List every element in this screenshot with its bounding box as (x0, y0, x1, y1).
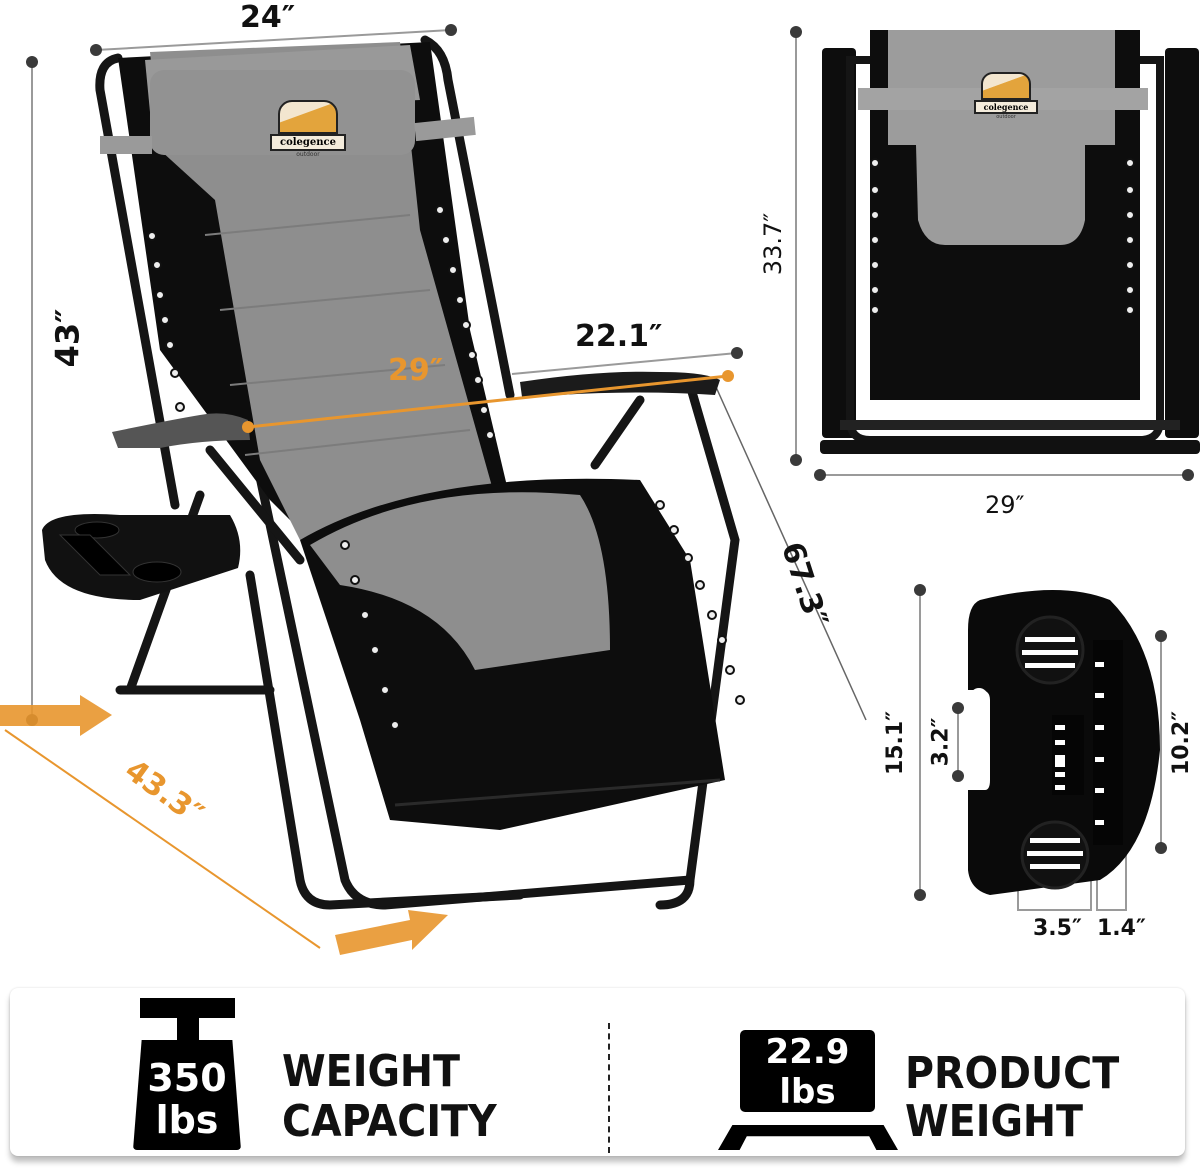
brand-name: colegence (270, 134, 346, 151)
logo-mountain-icon (278, 100, 338, 134)
product-weight-label-2: WEIGHT (905, 1096, 1084, 1147)
scale-icon: 22.9 lbs (718, 1030, 898, 1155)
tray-top-view (914, 584, 1167, 911)
brand-tagline: outdoor (296, 151, 320, 158)
weight-capacity-unit: lbs (155, 1098, 219, 1142)
dim-folded-width: 29″ (985, 491, 1025, 519)
dim-height: 43″ (48, 308, 87, 368)
weight-capacity-value: 350 (147, 1056, 227, 1100)
dim-top-width: 24″ (240, 0, 296, 35)
folded-chair-illustration (790, 26, 1200, 481)
side-tray (42, 514, 241, 600)
seat (300, 478, 725, 830)
divider (608, 1023, 610, 1153)
dim-arm-span: 29″ (388, 353, 444, 388)
dim-tray-handle: 3.2″ (928, 717, 954, 767)
dim-folded-height: 33.7″ (759, 212, 788, 276)
dim-armrest-length: 22.1″ (575, 319, 663, 354)
logo-mountain-icon (981, 72, 1031, 100)
weight-capacity-label-2: CAPACITY (282, 1096, 497, 1147)
spec-panel: 350 lbs WEIGHT CAPACITY 22.9 lbs PRODUCT… (10, 988, 1185, 1156)
brand-logo: colegence outdoor (270, 100, 346, 158)
armrests (112, 371, 720, 448)
orange-annotations (0, 370, 734, 955)
lacing (147, 205, 745, 730)
brand-name: colegence (974, 100, 1038, 114)
brand-logo-folded: colegence outdoor (974, 72, 1038, 120)
product-weight-value: 22.9 (765, 1032, 850, 1072)
dim-tray-length: 15.1″ (883, 710, 909, 776)
chair-illustration (0, 24, 1200, 955)
brand-tagline: outdoor (996, 114, 1016, 120)
dim-tray-slot-width: 1.4″ (1097, 916, 1146, 941)
product-weight-unit: lbs (779, 1072, 836, 1112)
backrest (100, 42, 515, 560)
weight-icon: 350 lbs (125, 998, 275, 1150)
dim-tray-cup-diameter: 3.5″ (1033, 916, 1082, 941)
dim-tray-slot-length: 10.2″ (1169, 710, 1195, 776)
weight-capacity-label-1: WEIGHT (282, 1046, 461, 1097)
dimension-lines (26, 24, 867, 726)
product-weight-label-1: PRODUCT (905, 1048, 1120, 1099)
